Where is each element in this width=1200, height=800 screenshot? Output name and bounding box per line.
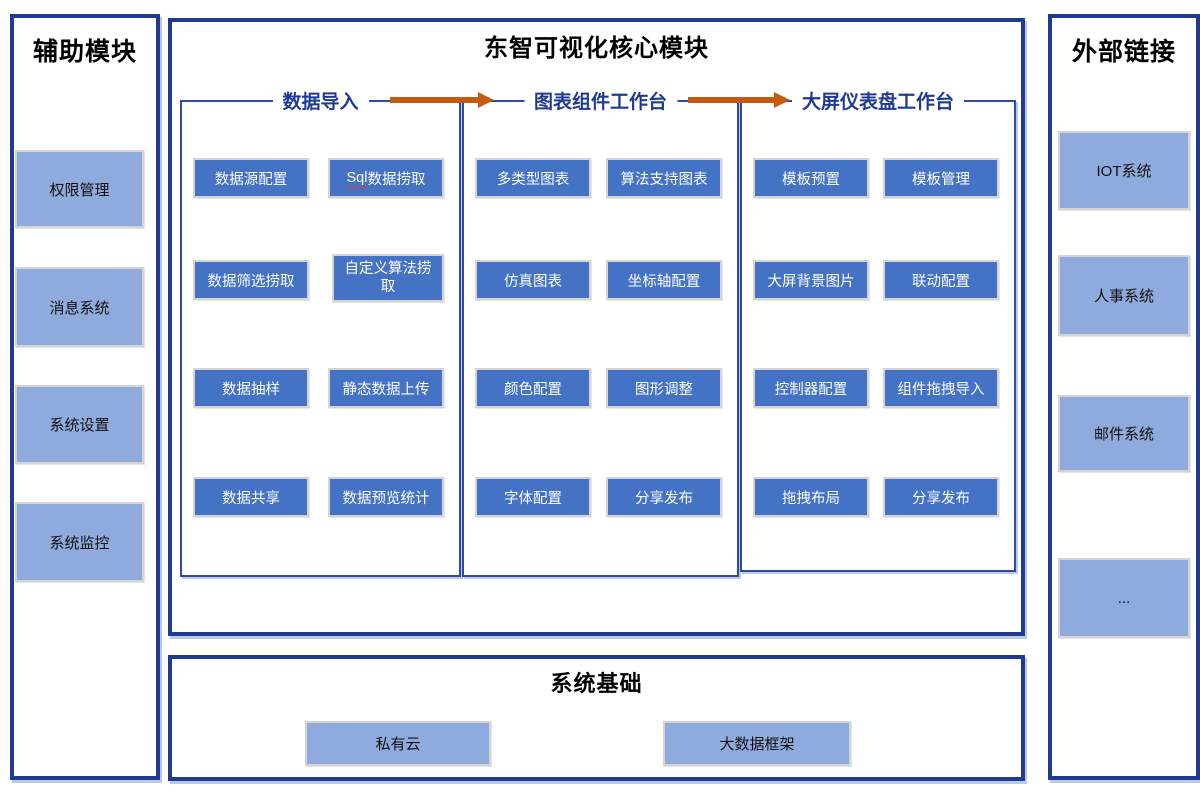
group-chart-workbench-title: 图表组件工作台 bbox=[523, 87, 678, 114]
node-share-publish-dashboard: 分享发布 bbox=[883, 477, 999, 517]
node-shape-adjust: 图形调整 bbox=[606, 368, 722, 408]
node-static-data-upload: 静态数据上传 bbox=[328, 368, 444, 408]
system-foundation-title: 系统基础 bbox=[550, 671, 643, 696]
external-links-panel: 外部链接 IOT系统 人事系统 邮件系统 ... bbox=[1048, 14, 1200, 780]
auxiliary-modules-panel: 辅助模块 权限管理 消息系统 系统设置 系统监控 bbox=[10, 14, 160, 780]
node-font-config: 字体配置 bbox=[475, 477, 591, 517]
group-data-import-title: 数据导入 bbox=[272, 87, 369, 114]
system-foundation-panel: 系统基础 私有云 大数据框架 bbox=[168, 655, 1025, 781]
group-dashboard-workbench-title: 大屏仪表盘工作台 bbox=[791, 87, 965, 114]
node-system-monitoring: 系统监控 bbox=[15, 502, 144, 582]
node-algorithm-charts: 算法支持图表 bbox=[606, 158, 722, 198]
node-custom-algorithm-fetch: 自定义算法捞取 bbox=[332, 254, 444, 302]
node-simulation-charts: 仿真图表 bbox=[475, 260, 591, 300]
node-screen-background: 大屏背景图片 bbox=[753, 260, 869, 300]
node-data-preview-stats: 数据预览统计 bbox=[328, 477, 444, 517]
node-share-publish-chart: 分享发布 bbox=[606, 477, 722, 517]
node-axis-config: 坐标轴配置 bbox=[606, 260, 722, 300]
node-data-filter-fetch: 数据筛选捞取 bbox=[193, 260, 309, 300]
node-template-presets: 模板预置 bbox=[753, 158, 869, 198]
node-iot-system: IOT系统 bbox=[1058, 131, 1190, 210]
node-system-settings: 系统设置 bbox=[15, 385, 144, 464]
node-component-drag-import: 组件拖拽导入 bbox=[883, 368, 999, 408]
node-datasource-config: 数据源配置 bbox=[193, 158, 309, 198]
node-controller-config: 控制器配置 bbox=[753, 368, 869, 408]
flow-arrow-icon bbox=[390, 92, 494, 108]
auxiliary-panel-title: 辅助模块 bbox=[32, 38, 137, 66]
node-data-sharing: 数据共享 bbox=[193, 477, 309, 517]
node-data-sampling: 数据抽样 bbox=[193, 368, 309, 408]
node-drag-layout: 拖拽布局 bbox=[753, 477, 869, 517]
node-template-management: 模板管理 bbox=[883, 158, 999, 198]
node-linkage-config: 联动配置 bbox=[883, 260, 999, 300]
node-more-ellipsis: ... bbox=[1058, 558, 1190, 638]
node-hr-system: 人事系统 bbox=[1058, 255, 1190, 336]
core-panel-title: 东智可视化核心模块 bbox=[484, 35, 709, 62]
external-links-title: 外部链接 bbox=[1071, 38, 1176, 66]
node-multi-type-charts: 多类型图表 bbox=[475, 158, 591, 198]
node-message-system: 消息系统 bbox=[15, 267, 144, 347]
node-bigdata-framework: 大数据框架 bbox=[663, 721, 851, 766]
group-chart-workbench: 图表组件工作台 多类型图表 算法支持图表 仿真图表 坐标轴配置 颜色配置 图形调… bbox=[462, 87, 739, 577]
node-color-config: 颜色配置 bbox=[475, 368, 591, 408]
node-permission-management: 权限管理 bbox=[15, 150, 144, 228]
node-private-cloud: 私有云 bbox=[305, 721, 491, 766]
group-dashboard-workbench: 大屏仪表盘工作台 模板预置 模板管理 大屏背景图片 联动配置 控制器配置 组件拖… bbox=[740, 87, 1016, 572]
flow-arrow-icon bbox=[688, 92, 790, 108]
node-mail-system: 邮件系统 bbox=[1058, 395, 1190, 472]
